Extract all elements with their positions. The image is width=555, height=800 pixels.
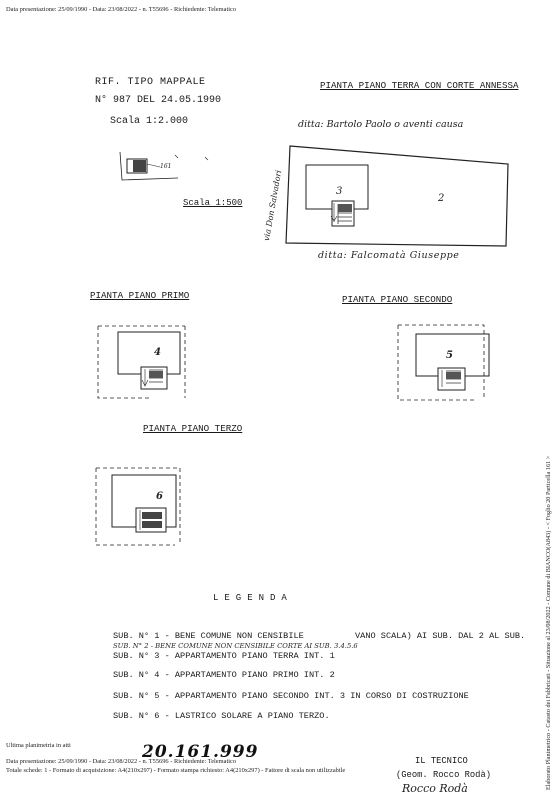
sub-label-4: 4: [154, 347, 161, 358]
rif-numero-data: N° 987 DEL 24.05.1990: [95, 95, 222, 106]
ditta-bottom: ditta: Falcomatà Giuseppe: [318, 250, 460, 261]
piano-primo-title: PIANTA PIANO PRIMO: [90, 290, 190, 301]
stamp-number: 20.161.999: [142, 742, 259, 762]
legenda-item-6: SUB. N° 6 - LASTRICO SOLARE A PIANO TERZ…: [113, 711, 330, 721]
site-map-small: [119, 151, 209, 181]
sidebar-vertical-text: Elaborato Planimetrico - Catasto dei Fab…: [545, 455, 552, 790]
piano-terzo-title: PIANTA PIANO TERZO: [143, 423, 243, 434]
ditta-top: ditta: Bartolo Paolo o aventi causa: [298, 119, 464, 130]
piano-terra-plan: [285, 145, 509, 247]
piano-secondo-title: PIANTA PIANO SECONDO: [342, 294, 453, 305]
tecnico-label: IL TECNICO: [415, 756, 468, 766]
legenda-item-1: SUB. N° 1 - BENE COMUNE NON CENSIBILE: [113, 631, 304, 641]
rif-tipo-mappale: RIF. TIPO MAPPALE: [95, 77, 206, 88]
legenda-item-4: SUB. N° 4 - APPARTAMENTO PIANO PRIMO INT…: [113, 670, 335, 680]
ultima-planimetria: Ultima planimetria in atti: [6, 742, 71, 749]
signature: Rocco Rodà: [402, 782, 468, 795]
piano-primo-plan: [97, 325, 186, 399]
scala-small: Scala 1:2.000: [110, 116, 189, 127]
sub-label-3: 3: [336, 186, 343, 197]
legenda-item-2-hand: SUB. N° 2 - BENE COMUNE NON CENSIBILE CO…: [113, 642, 358, 650]
footer-line-2: Totale schede: 1 - Formato di acquisizio…: [6, 767, 346, 774]
particella-label: 161: [160, 163, 172, 170]
geom-name: (Geom. Rocco Rodà): [396, 770, 492, 780]
scala-500: Scala 1:500: [183, 198, 243, 208]
sub-label-5: 5: [446, 350, 453, 361]
piano-terzo-plan: [95, 467, 181, 546]
footer-line-1: Data presentazione: 25/09/1990 - Data: 2…: [6, 758, 237, 765]
legenda-title: LEGENDA: [213, 593, 293, 603]
sub-label-2: 2: [438, 193, 445, 204]
legenda-item-3: SUB. N° 3 - APPARTAMENTO PIANO TERRA INT…: [113, 651, 335, 661]
legenda-item-5: SUB. N° 5 - APPARTAMENTO PIANO SECONDO I…: [113, 691, 469, 701]
piano-secondo-plan: [397, 324, 490, 401]
piano-terra-title: PIANTA PIANO TERRA CON CORTE ANNESSA: [320, 80, 519, 91]
header-line: Data presentazione: 25/09/1990 - Data: 2…: [6, 6, 237, 13]
sub-label-6: 6: [156, 491, 163, 502]
legenda-item-1-tail: VANO SCALA) AI SUB. DAL 2 AL SUB.: [355, 631, 526, 641]
